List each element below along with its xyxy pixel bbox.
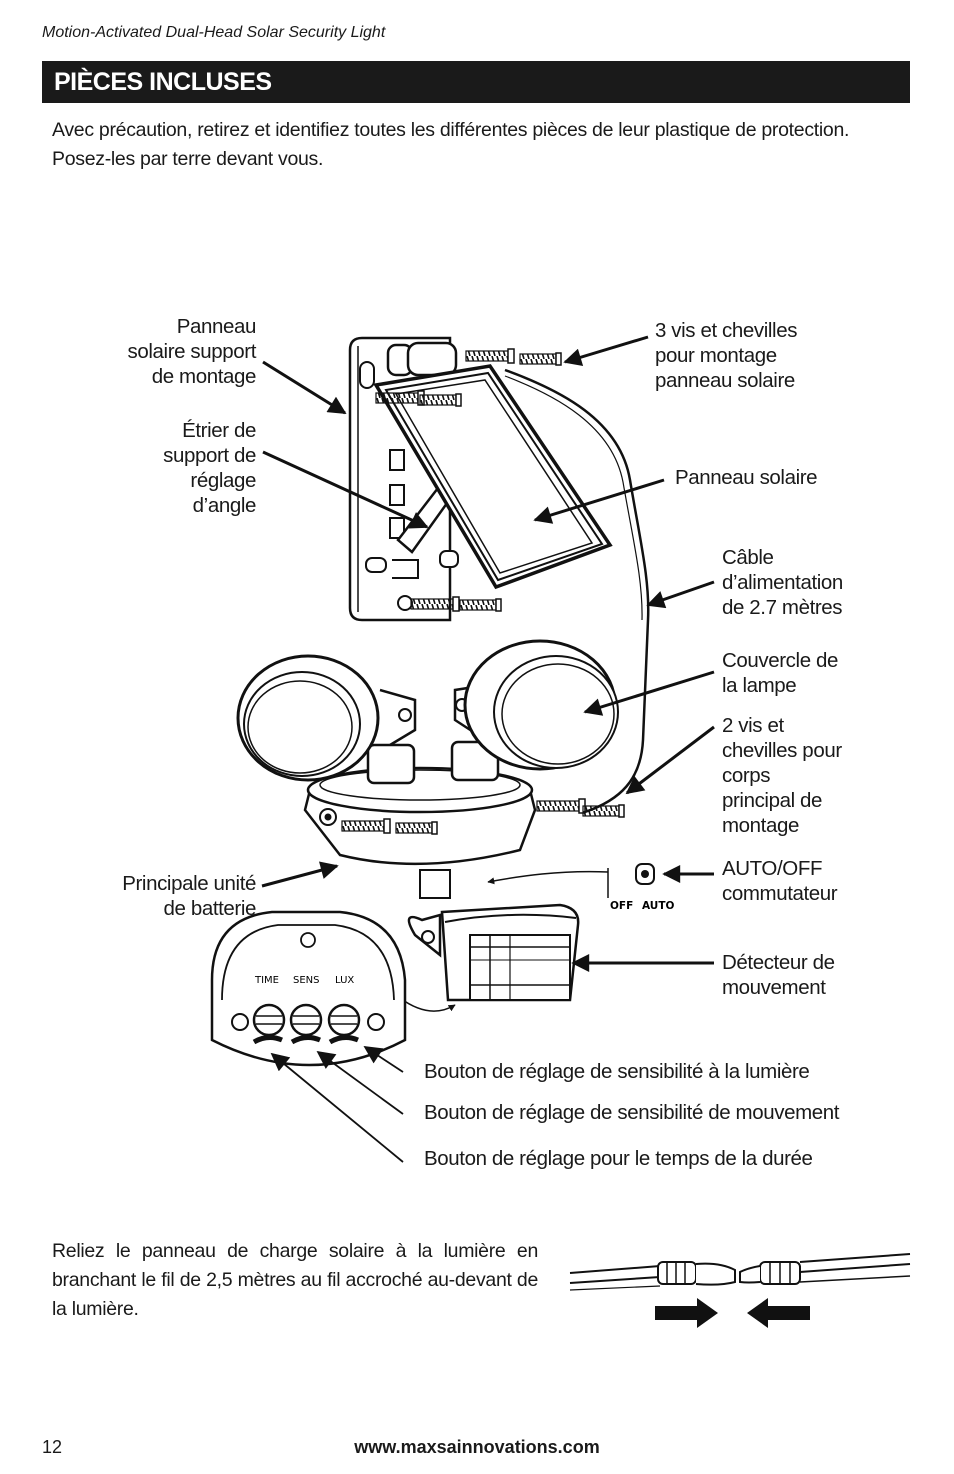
solar-panel xyxy=(373,364,613,590)
section-title: PIÈCES INCLUSES xyxy=(54,68,272,96)
motion-detector xyxy=(399,903,580,1012)
label-battery-unit: Principale unité de batterie xyxy=(122,872,256,920)
switch-auto-label: AUTO xyxy=(642,900,674,912)
battery-unit-inset: TIME SENS LUX xyxy=(210,910,407,1067)
left-lamp-head xyxy=(236,654,417,782)
label-body-screws: 2 vis et chevilles pour corps principal … xyxy=(722,714,842,837)
cable-connector-illustration xyxy=(569,1253,911,1328)
label-panel-bracket: Panneau solaire support de montage xyxy=(127,315,257,388)
time-label: TIME xyxy=(254,975,279,986)
label-panel-screws: 3 vis et chevilles pour montage panneau … xyxy=(655,319,798,392)
label-lamp-cover: Couvercle de la lampe xyxy=(722,649,838,697)
switch-off-label: OFF xyxy=(610,900,633,912)
auto-off-switch: OFF AUTO xyxy=(487,863,674,912)
intro-line-1: Avec précaution, retirez et identifiez t… xyxy=(52,119,850,141)
power-cable xyxy=(504,368,650,814)
label-time-knob: Bouton de réglage pour le temps de la du… xyxy=(424,1147,813,1170)
label-sens-knob: Bouton de réglage de sensibilité de mouv… xyxy=(424,1101,840,1124)
right-lamp-head xyxy=(453,639,619,771)
label-lux-knob: Bouton de réglage de sensibilité à la lu… xyxy=(424,1060,810,1083)
label-power-cable: Câble d’alimentation de 2.7 mètres xyxy=(722,546,843,619)
label-motion-detector: Détecteur de mouvement xyxy=(722,951,835,999)
section-bar: PIÈCES INCLUSES xyxy=(42,61,910,103)
label-solar-panel: Panneau solaire xyxy=(675,466,818,489)
label-angle-bracket: Étrier de support de réglage d’angle xyxy=(163,419,256,517)
label-auto-off-switch: AUTO/OFF commutateur xyxy=(722,857,838,905)
intro-text: Avec précaution, retirez et identifiez t… xyxy=(52,116,922,174)
sens-label: SENS xyxy=(293,975,320,986)
footer-url: www.maxsainnovations.com xyxy=(354,1437,600,1457)
page-number: 12 xyxy=(42,1437,63,1457)
document-header-title: Motion-Activated Dual-Head Solar Securit… xyxy=(42,24,386,41)
intro-line-2: Posez-les par terre devant vous. xyxy=(52,148,324,170)
callout-arrows xyxy=(261,335,715,1163)
lux-label: LUX xyxy=(335,975,354,986)
connection-instruction: Reliez le panneau de charge solaire à la… xyxy=(52,1240,538,1320)
